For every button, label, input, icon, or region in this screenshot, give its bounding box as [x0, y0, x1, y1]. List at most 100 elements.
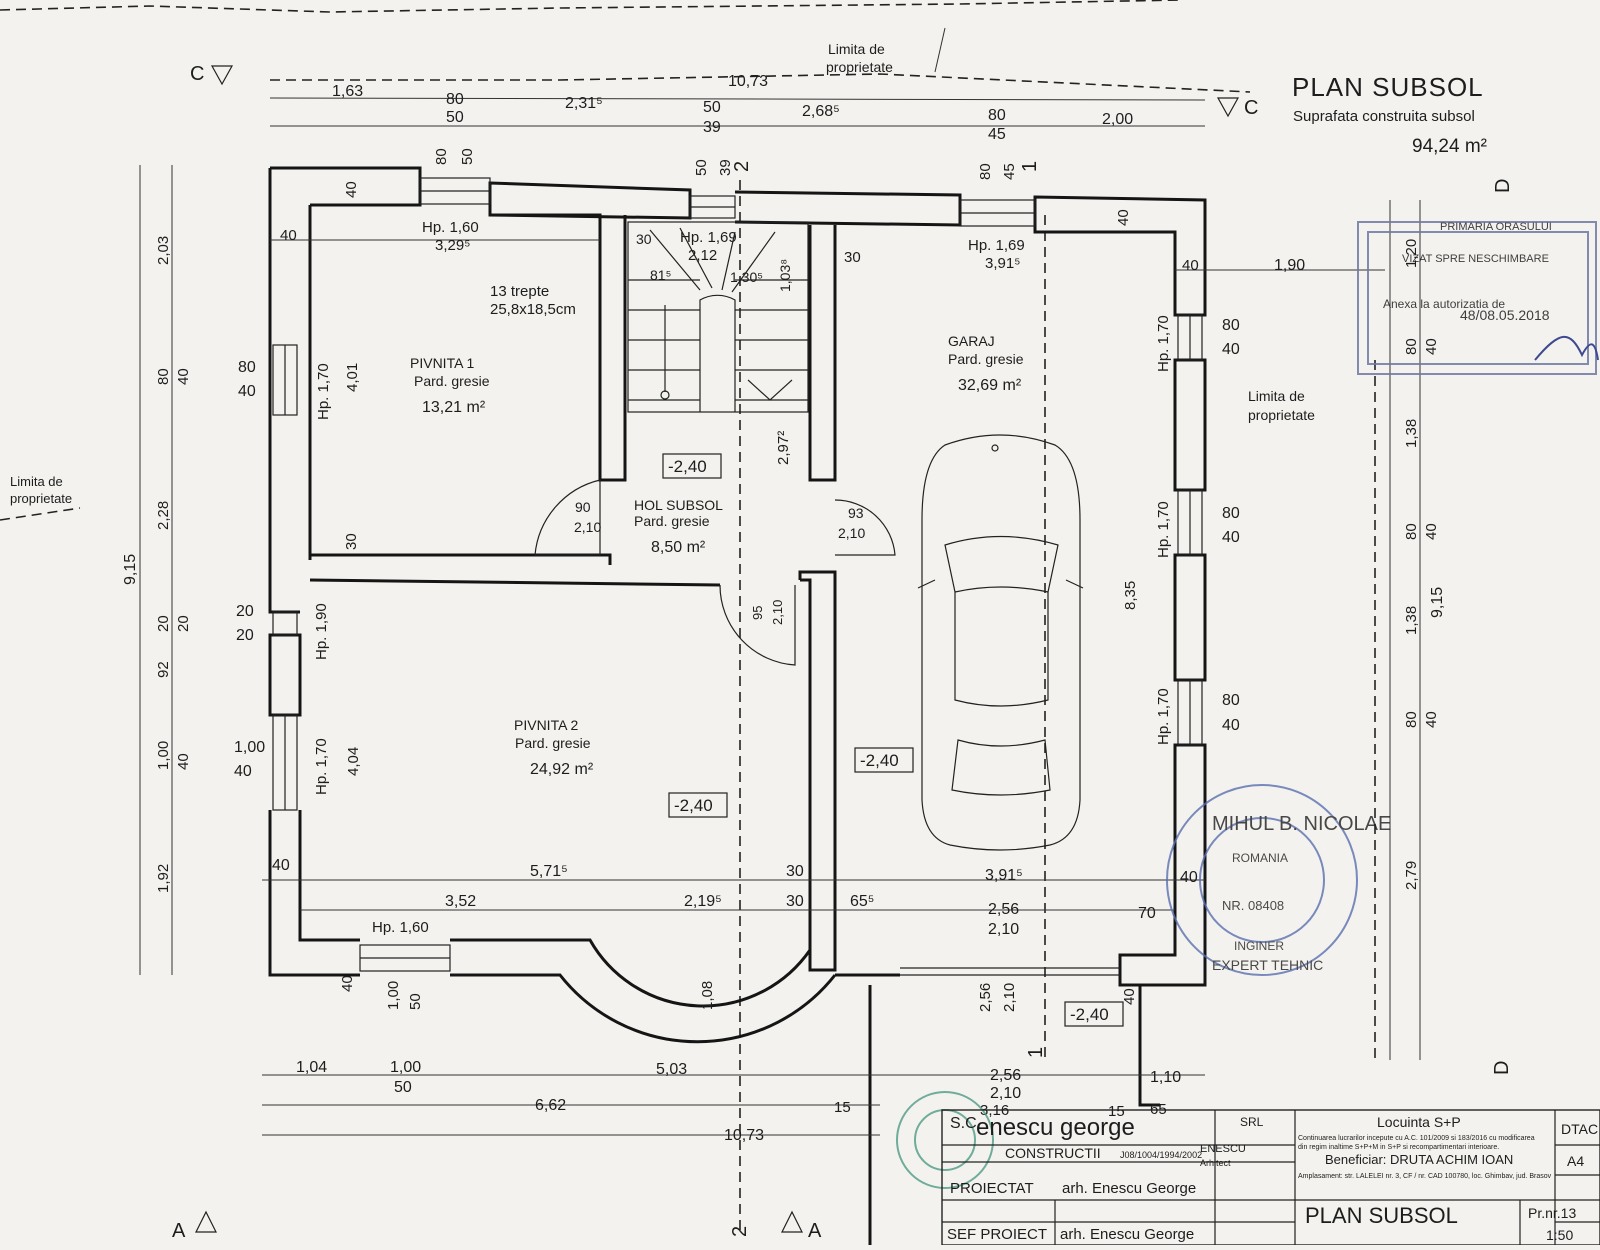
- expert-country: ROMANIA: [1232, 851, 1288, 865]
- section-d-bottom: D: [1491, 1061, 1513, 1075]
- dim-210-b: 2,10: [990, 1085, 1021, 1102]
- dim-top-1: 1,63: [332, 83, 363, 100]
- expert-name: MIHUL B. NICOLAE: [1212, 813, 1391, 835]
- tb-desc2: din regim inaltime S+P+M in S+P si recom…: [1298, 1144, 1499, 1151]
- dim-v-100: 1,00: [155, 741, 172, 770]
- tb-desc1: Continuarea lucrarilor incepute cu A.C. …: [1298, 1135, 1535, 1142]
- dim-70: 70: [1138, 905, 1156, 922]
- dim-210-a: 2,10: [988, 921, 1019, 938]
- dim-30-garage: 30: [844, 249, 861, 266]
- hp-pivnita1-top: Hp. 1,60: [422, 219, 479, 236]
- section-1-bottom: 1: [1025, 1047, 1047, 1058]
- room-garaj-finish: Pard. gresie: [948, 351, 1024, 367]
- dim-r-80b: 80: [1222, 505, 1240, 522]
- hp-garage-right-1: Hp. 1,70: [1155, 315, 1172, 372]
- property-limit-label-left-2: proprietate: [10, 491, 72, 506]
- expert-role: INGINER: [1234, 939, 1284, 953]
- dim-40-left-top: 40: [280, 227, 297, 244]
- dim-win-80a: 80: [433, 148, 450, 165]
- dim-103: 1,03⁸: [777, 259, 793, 292]
- dim-left-40b: 40: [234, 763, 252, 780]
- dim-v-203: 2,03: [155, 236, 172, 265]
- property-limit-line-top: [270, 73, 1251, 93]
- dim-v-279: 2,79: [1403, 861, 1420, 890]
- dim-top-10: 2,00: [1102, 111, 1133, 128]
- tb-beneficiar: Beneficiar: DRUTA ACHIM IOAN: [1325, 1152, 1513, 1167]
- dim-40-garage-wall: 40: [1115, 209, 1132, 226]
- dim-v-915-right: 9,15: [1429, 587, 1446, 618]
- section-c-right-arrow: [1216, 97, 1240, 118]
- dim-40-wall-top: 40: [343, 181, 360, 198]
- dim-401: 4,01: [344, 363, 361, 392]
- dim-door-210a: 2,10: [574, 519, 601, 535]
- dim-30-b2: 30: [786, 893, 804, 910]
- dim-v-915-left: 9,15: [122, 554, 139, 585]
- dim-door-210b: 2,10: [838, 525, 865, 541]
- stamp-anexa: Anexa la autorizatia de: [1383, 297, 1505, 311]
- plan-area: 94,24 m²: [1412, 136, 1487, 157]
- dim-190-right: 1,90: [1274, 257, 1305, 274]
- level-pivnita2: -2,40: [674, 796, 713, 815]
- tb-phase: DTAC: [1561, 1121, 1598, 1137]
- tb-project: Locuinta S+P: [1377, 1114, 1461, 1130]
- dim-30-stair: 30: [636, 231, 652, 247]
- dim-40-right: 40: [1182, 257, 1199, 274]
- stamp-vizat: VIZAT SPRE NESCHIMBARE: [1402, 253, 1549, 265]
- dim-40-post: 40: [1121, 988, 1138, 1005]
- dim-win-50b: 50: [693, 159, 710, 176]
- plan-title: PLAN SUBSOL: [1292, 72, 1484, 102]
- expert-nr: NR. 08408: [1222, 898, 1284, 913]
- dim-v-40-r3: 40: [1423, 711, 1440, 728]
- dim-v-228: 2,28: [155, 501, 172, 530]
- dim-left-20b: 20: [236, 627, 254, 644]
- dim-40-bot-wall: 40: [339, 975, 356, 992]
- dim-15-a: 15: [834, 1099, 851, 1116]
- level-tag-pivnita2: [668, 792, 728, 818]
- dim-15-b: 15: [1108, 1103, 1125, 1120]
- dim-top-8: 80: [988, 107, 1006, 124]
- hp-pivnita2-bottom: Hp. 1,60: [372, 919, 429, 936]
- expert-stamp: MIHUL B. NICOLAE ROMANIA NR. 08408 INGIN…: [1166, 784, 1391, 976]
- stairs-size: 25,8x18,5cm: [490, 301, 576, 318]
- dim-v-80-r2: 80: [1403, 523, 1420, 540]
- windows: [272, 177, 1203, 972]
- section-c-left-arrow: [210, 65, 234, 86]
- doors: [534, 479, 896, 666]
- dim-left-80a: 80: [238, 359, 256, 376]
- dim-v-80: 80: [155, 368, 172, 385]
- room-pivnita2-area: 24,92 m²: [530, 761, 594, 778]
- dim-win-50a: 50: [459, 148, 476, 165]
- dim-210-v: 2,10: [1001, 983, 1018, 1012]
- dim-door-95: 95: [750, 606, 765, 620]
- dim-815: 81⁵: [650, 267, 671, 283]
- dim-top-5: 50: [703, 99, 721, 116]
- dim-404: 4,04: [345, 747, 362, 776]
- section-a-left: A: [172, 1220, 186, 1242]
- tb-sc: S.C.: [950, 1115, 981, 1132]
- dim-v-40-r1: 40: [1423, 338, 1440, 355]
- dim-r-40b: 40: [1222, 529, 1240, 546]
- dim-top-7: 2,68⁵: [802, 103, 840, 120]
- section-1-top: 1: [1019, 161, 1041, 172]
- dimension-lines: [139, 97, 1421, 1136]
- dim-104: 1,04: [296, 1059, 327, 1076]
- stairs-count: 13 trepte: [490, 283, 549, 300]
- tb-sef-label: SEF PROIECT: [947, 1226, 1047, 1243]
- level-hol: -2,40: [668, 457, 707, 476]
- property-limit-label-right-1: Limita de: [1248, 388, 1305, 404]
- dim-left-20a: 20: [236, 603, 254, 620]
- dim-v-80-r3: 80: [1403, 711, 1420, 728]
- property-limit-line-left: [0, 507, 81, 521]
- dim-256-b: 2,56: [990, 1067, 1021, 1084]
- dim-top-4: 2,31⁵: [565, 95, 603, 112]
- section-2-bottom: 2: [729, 1226, 751, 1237]
- dim-835: 8,35: [1122, 581, 1139, 610]
- tb-format: A4: [1567, 1153, 1584, 1169]
- property-limit-label-left-1: Limita de: [10, 474, 63, 489]
- property-limit-label-top-2: proprietate: [826, 59, 893, 75]
- dim-door-93: 93: [848, 505, 864, 521]
- dim-top-2: 80: [446, 91, 464, 108]
- dim-r-80c: 80: [1222, 692, 1240, 709]
- dim-v-138b: 1,38: [1403, 606, 1420, 635]
- level-tag-garaj: [854, 747, 914, 773]
